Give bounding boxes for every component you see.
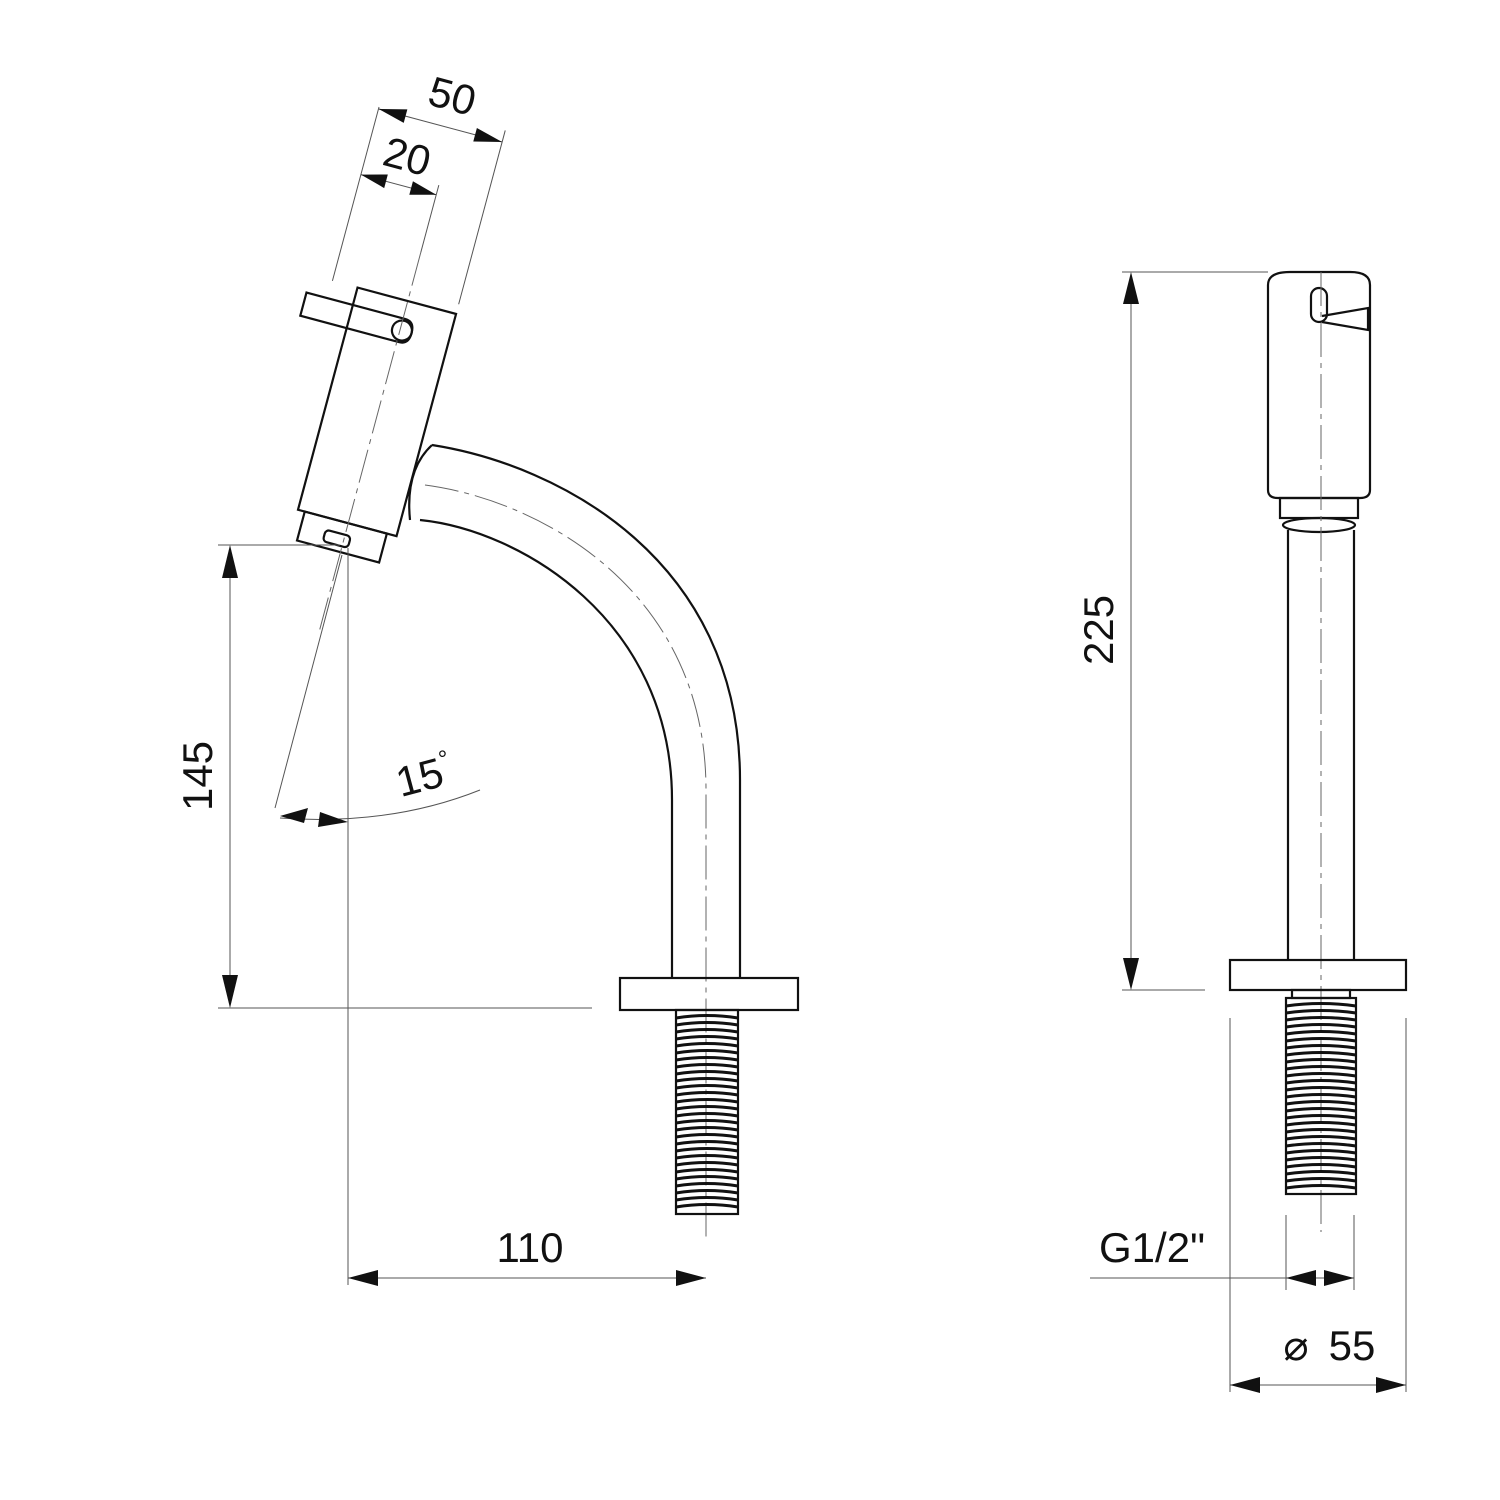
thread-ridge — [675, 1042, 739, 1048]
thread-ridge — [675, 1014, 739, 1020]
thread-ridge — [1285, 1016, 1357, 1022]
dim-reach: 110 — [348, 1224, 706, 1286]
base-diameter-label: 55 — [1329, 1322, 1376, 1369]
thread-ridge — [675, 1091, 739, 1097]
thread-ridge — [675, 1203, 739, 1209]
thread-ridge — [1285, 1170, 1357, 1176]
thread-ridge — [675, 1133, 739, 1139]
thread-ridge — [675, 1147, 739, 1153]
thread-ridge — [675, 1119, 739, 1125]
handle-slot — [1321, 306, 1370, 332]
front-view: 225 G1/2" ⌀ 55 — [1075, 270, 1408, 1393]
base-flange — [618, 976, 800, 1012]
thread-ridge — [1285, 1142, 1357, 1148]
thread-ridge — [1285, 1156, 1357, 1162]
tap-body-cylinder — [296, 286, 458, 538]
aerator-ring — [1278, 496, 1360, 520]
thread-ridge — [1285, 1037, 1357, 1043]
thread-ridge — [1285, 1065, 1357, 1071]
thread-ridge — [675, 1056, 739, 1062]
thread-ridge — [1285, 1184, 1357, 1190]
thread-ridge — [675, 1077, 739, 1083]
thread-ridge — [675, 1175, 739, 1181]
thread-ridge — [675, 1028, 739, 1034]
thread-ridge — [1285, 1163, 1357, 1169]
front-threaded-stud — [1284, 996, 1358, 1196]
body-centerline — [319, 252, 422, 630]
thread-ridge — [1285, 1030, 1357, 1036]
spray-angle-label: 15° — [391, 745, 458, 806]
thread-ridge — [675, 1035, 739, 1041]
thread-ridge — [1285, 1093, 1357, 1099]
thread-ridge — [675, 1154, 739, 1160]
tap-body — [295, 252, 458, 630]
body-depth-label: 50 — [424, 67, 481, 124]
tap-head — [1266, 270, 1372, 500]
thread-ridge — [675, 1070, 739, 1076]
handle-lever — [298, 291, 414, 344]
total-height-label: 225 — [1075, 595, 1122, 665]
thread-ridge — [675, 1063, 739, 1069]
thread-ridge — [1285, 1023, 1357, 1029]
stud-outline — [674, 1008, 740, 1216]
thread-ridge — [1285, 1086, 1357, 1092]
handle-knob — [1309, 286, 1329, 324]
thread-ridge — [1285, 1177, 1357, 1183]
thread-ridge — [675, 1140, 739, 1146]
thread-ridge — [675, 1126, 739, 1132]
spout-arm-lower — [419, 518, 674, 978]
thread-ridge — [675, 1112, 739, 1118]
thread-ridge — [1285, 1051, 1357, 1057]
thread-ridge — [1285, 1002, 1357, 1008]
thread-ridge — [1285, 1114, 1357, 1120]
outlet-height-label: 145 — [174, 741, 221, 811]
thread-ridge — [675, 1084, 739, 1090]
thread-ridge — [675, 1196, 739, 1202]
dim-base-diameter: ⌀ 55 — [1229, 1018, 1407, 1393]
spout-joint — [408, 444, 433, 521]
thread-ridge — [1285, 1044, 1357, 1050]
thread-ridge — [675, 1049, 739, 1055]
thread-ridge — [675, 1182, 739, 1188]
thread-ridge — [1285, 1072, 1357, 1078]
thread-ridge — [1285, 1009, 1357, 1015]
side-view: 145 15° 110 — [174, 67, 800, 1286]
dim-thread: G1/2" — [1090, 1215, 1355, 1290]
diameter-symbol: ⌀ — [1283, 1322, 1308, 1369]
thread-ridge — [1285, 1107, 1357, 1113]
dim-total-height: 225 — [1075, 271, 1268, 991]
thread-ridge — [1285, 1079, 1357, 1085]
reach-label: 110 — [497, 1224, 564, 1271]
thread-ridge — [675, 1021, 739, 1027]
spout-arm-upper — [431, 443, 742, 978]
spout-centerline — [424, 484, 707, 1240]
thread-ridge — [1285, 1128, 1357, 1134]
thread-ridge — [675, 1161, 739, 1167]
thread-ridge — [1285, 1100, 1357, 1106]
dim-spray-angle: 15° — [274, 554, 481, 827]
thread-ridge — [1285, 1135, 1357, 1141]
handle-pivot — [390, 319, 414, 342]
dim-top-tilted: 20 50 — [331, 67, 506, 305]
threaded-stud — [674, 1008, 740, 1216]
dim-outlet-height: 145 — [174, 544, 592, 1009]
aerator-mesh — [1281, 516, 1357, 534]
thread-ridge — [1285, 1058, 1357, 1064]
thread-ridge — [675, 1168, 739, 1174]
thread-ridge — [675, 1189, 739, 1195]
front-base-flange — [1228, 958, 1408, 992]
aerator-outlet — [295, 510, 389, 564]
thread-size-label: G1/2" — [1099, 1224, 1205, 1271]
thread-ridge — [1285, 1149, 1357, 1155]
thread-ridge — [1285, 1121, 1357, 1127]
thread-ridge — [675, 1098, 739, 1104]
thread-ridge — [675, 1105, 739, 1111]
